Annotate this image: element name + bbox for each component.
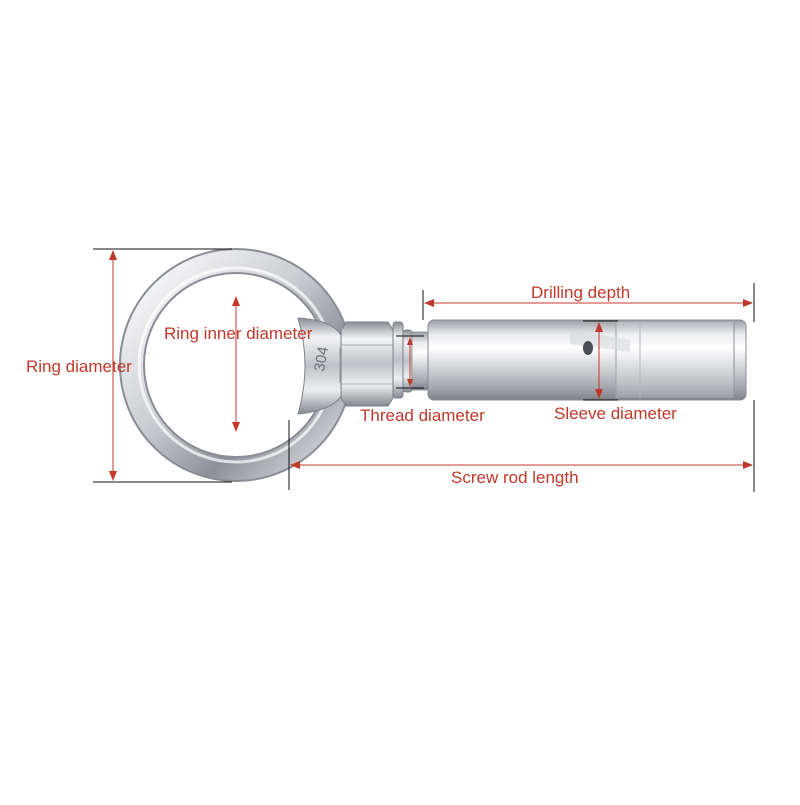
bolt-body (339, 319, 747, 407)
thread-diameter-label: Thread diameter (360, 406, 485, 425)
ring-inner-diameter-label: Ring inner diameter (164, 324, 313, 343)
dimension-lines (93, 248, 755, 492)
dimension-arrowheads (109, 250, 753, 481)
ring-stamp: 304 (311, 345, 332, 373)
ring-diameter-label: Ring diameter (26, 357, 132, 376)
drilling-depth-label: Drilling depth (531, 283, 631, 302)
screw-rod-length-label: Screw rod length (451, 468, 579, 487)
sleeve-diameter-label: Sleeve diameter (554, 404, 677, 423)
eye-ring: 304 (119, 248, 353, 482)
